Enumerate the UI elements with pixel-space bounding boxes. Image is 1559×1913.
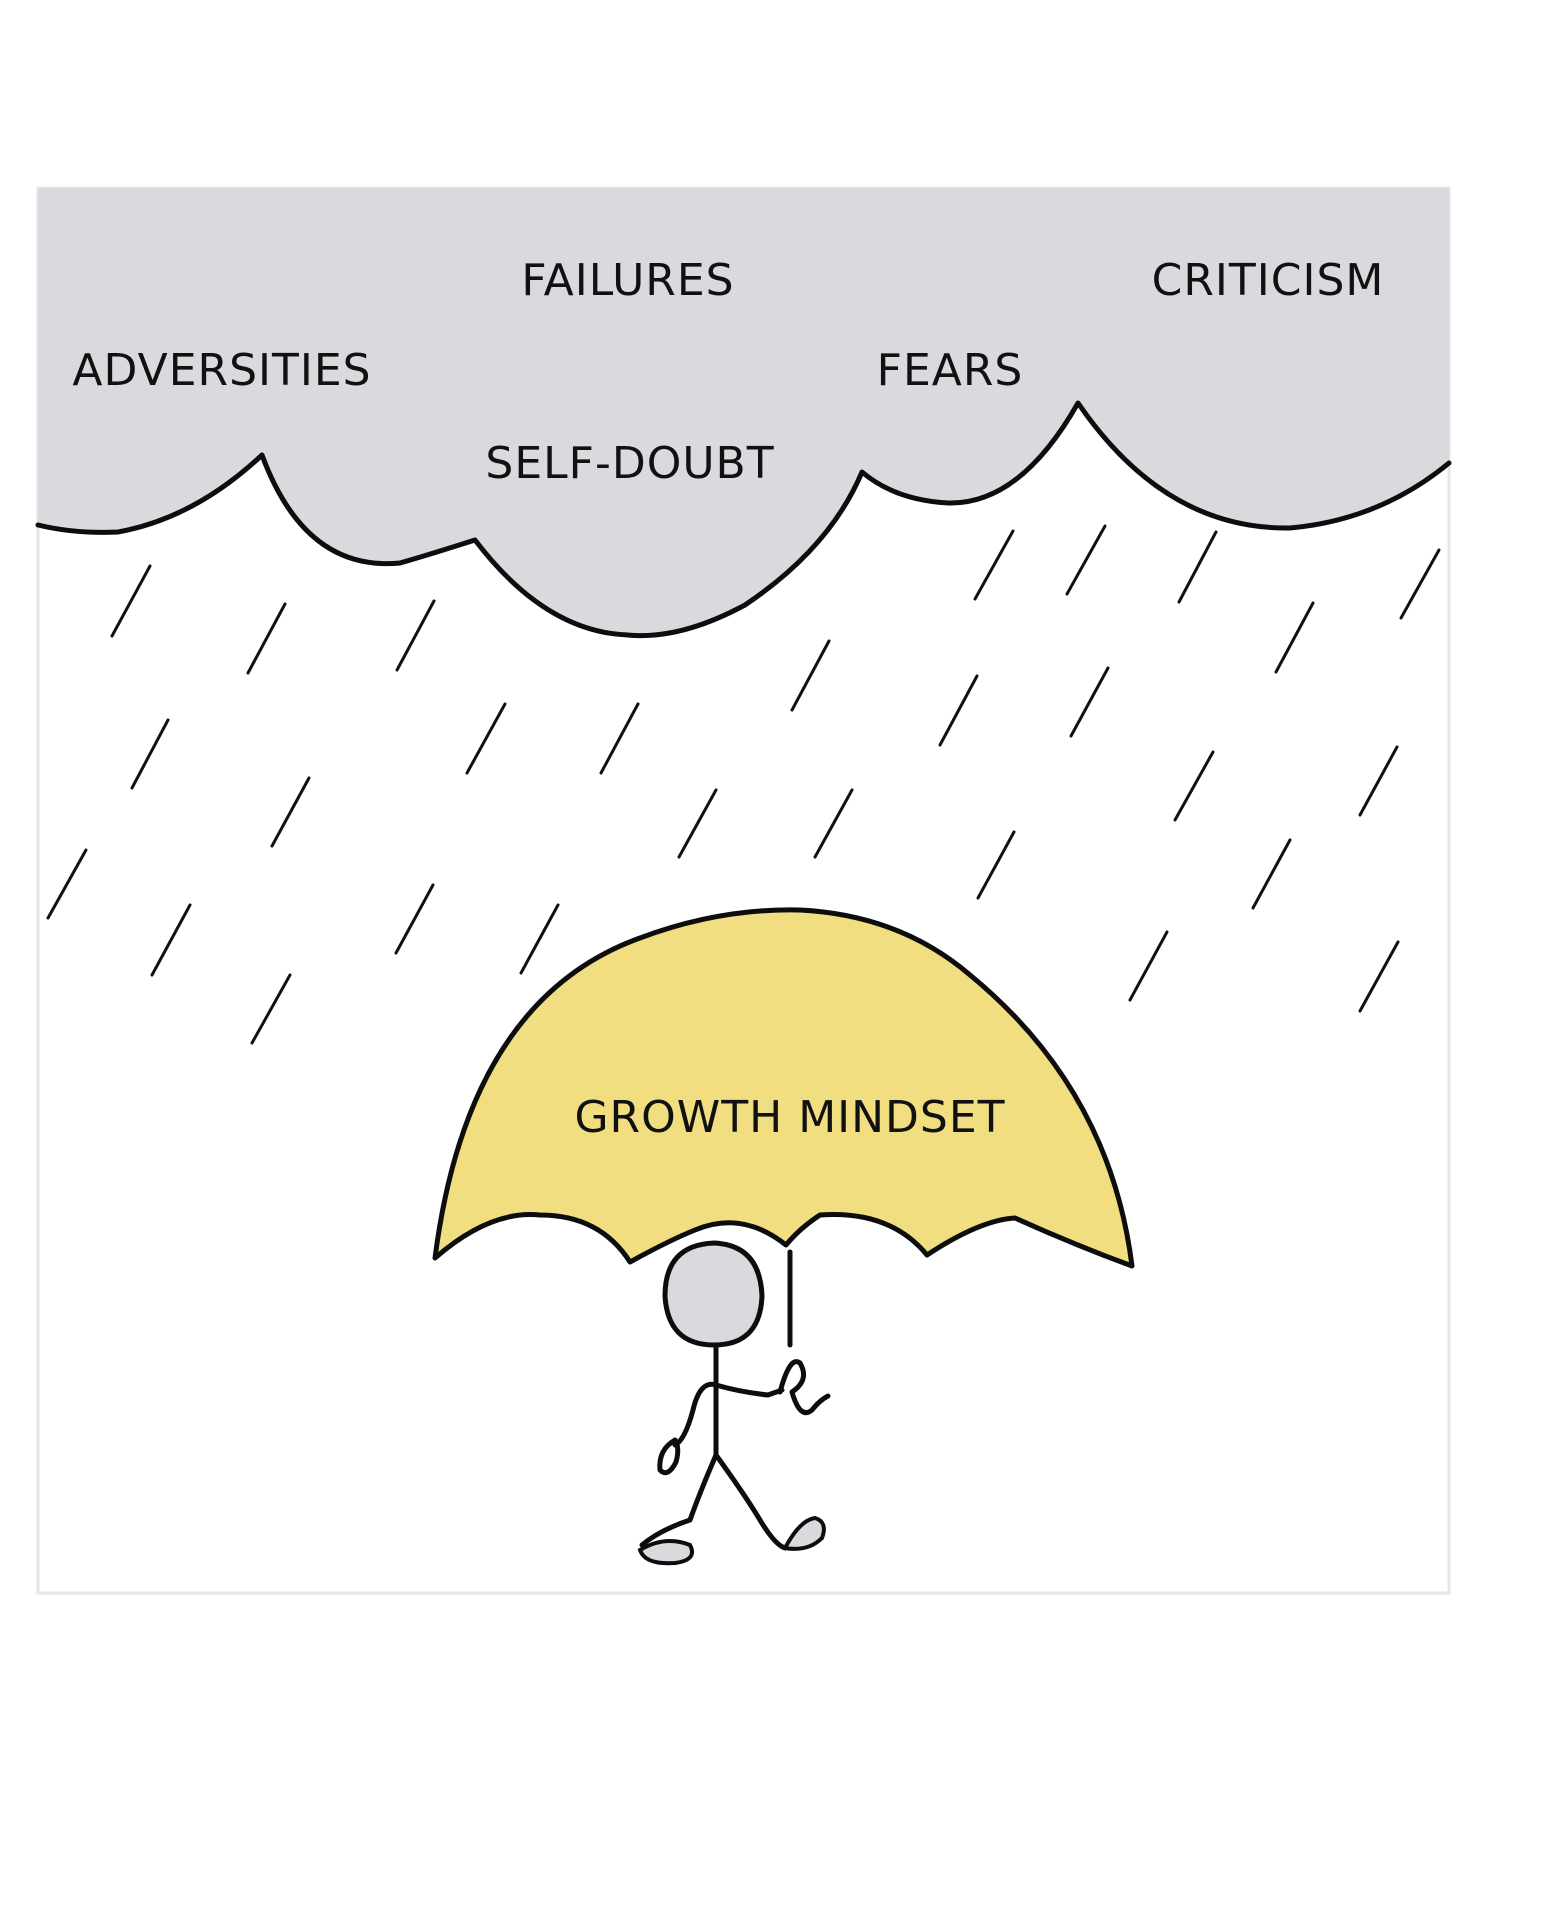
- stick-figure: [637, 1240, 831, 1566]
- raindrop: [1065, 524, 1107, 596]
- figure-left-leg: [639, 1452, 719, 1548]
- raindrop: [1251, 838, 1292, 910]
- raindrop: [250, 973, 292, 1045]
- figure-left-arm: [672, 1381, 719, 1448]
- raindrop: [465, 702, 507, 775]
- raindrop: [1399, 548, 1441, 620]
- raindrop: [599, 702, 640, 775]
- figure-right-arm: [713, 1382, 785, 1398]
- label-self-doubt: SELF-DOUBT: [485, 438, 774, 489]
- figure-hand-grip: [777, 1359, 831, 1416]
- storm-cloud: FAILURES CRITICISM ADVERSITIES FEARS SEL…: [35, 188, 1452, 639]
- raindrop: [813, 788, 854, 859]
- raindrop: [1358, 940, 1400, 1013]
- figure-right-foot: [781, 1515, 826, 1551]
- raindrop: [1173, 750, 1215, 822]
- raindrop: [395, 599, 436, 672]
- raindrop: [973, 529, 1015, 601]
- rain: [46, 524, 1441, 1045]
- label-failures: FAILURES: [521, 255, 734, 306]
- umbrella-canopy: [432, 907, 1135, 1269]
- cloud-outline: [35, 400, 1452, 639]
- figure-left-foot: [637, 1539, 695, 1566]
- label-criticism: CRITICISM: [1152, 255, 1385, 306]
- raindrop: [246, 602, 287, 675]
- cloud-shape: [38, 188, 1449, 636]
- raindrop: [790, 639, 831, 712]
- raindrop: [677, 788, 718, 859]
- raindrop: [130, 718, 170, 790]
- figure-right-leg: [713, 1452, 788, 1551]
- raindrop: [150, 903, 192, 977]
- raindrop: [270, 776, 311, 848]
- label-adversities: ADVERSITIES: [72, 345, 371, 396]
- figure-left-hand: [657, 1437, 681, 1476]
- raindrop: [1358, 745, 1399, 817]
- raindrop: [519, 903, 560, 975]
- label-fears: FEARS: [877, 345, 1024, 396]
- umbrella: GROWTH MINDSET: [432, 907, 1135, 1348]
- raindrop: [110, 564, 152, 638]
- umbrella-label: GROWTH MINDSET: [574, 1092, 1005, 1143]
- figure-head: [662, 1240, 765, 1348]
- raindrop: [1128, 930, 1169, 1002]
- raindrop: [46, 848, 88, 920]
- raindrop: [938, 674, 979, 747]
- raindrop: [1274, 601, 1315, 674]
- raindrop: [394, 883, 435, 955]
- raindrop: [1069, 666, 1110, 738]
- raindrop: [976, 830, 1016, 900]
- raindrop: [1177, 530, 1218, 604]
